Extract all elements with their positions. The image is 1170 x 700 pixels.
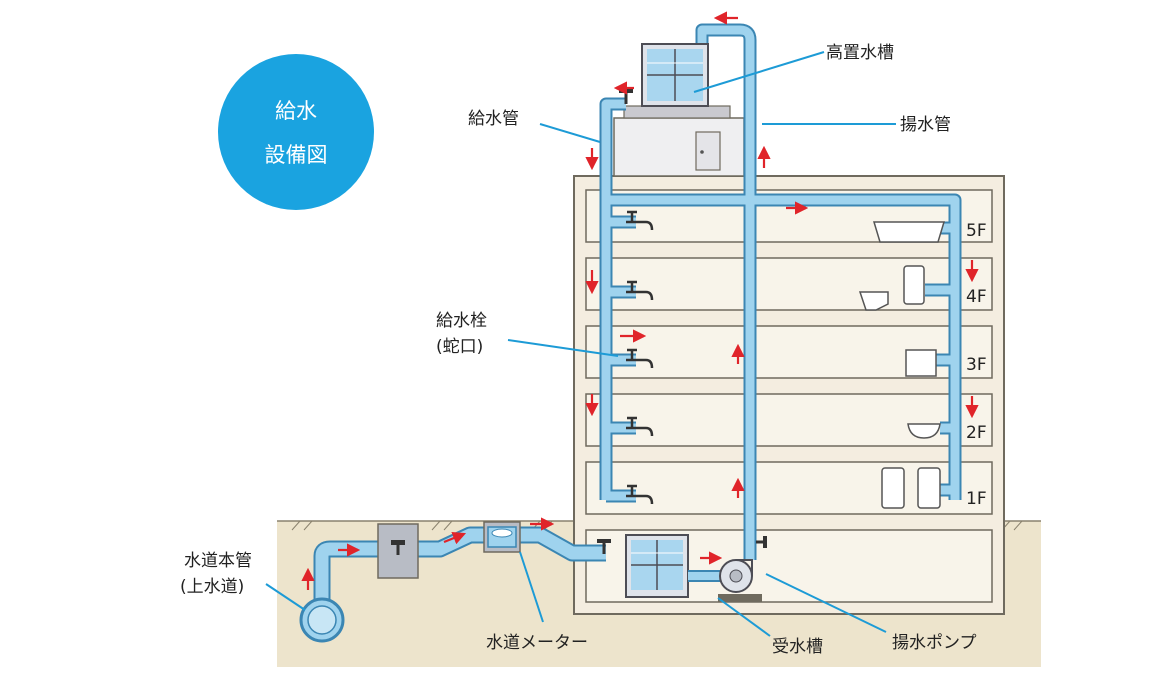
- pipe-network: [599, 23, 962, 560]
- meter-box: [483, 521, 521, 553]
- washbasin-icon: [903, 265, 925, 305]
- elevated-tank: [641, 43, 709, 107]
- title-badge: 給水 設備図: [218, 54, 374, 210]
- faucet-icon: [626, 210, 654, 231]
- bathtub-icon: [872, 221, 946, 243]
- water-main-pipe: [299, 526, 606, 643]
- faucet-icon: [626, 484, 654, 505]
- faucet-icon: [626, 416, 654, 437]
- label-water-main-line1: 水道本管: [184, 551, 252, 571]
- label-pump: 揚水ポンプ: [892, 633, 977, 653]
- appliances-icon: [881, 467, 941, 509]
- floor-label: 5F: [966, 221, 987, 241]
- leader-lines: [265, 51, 896, 637]
- faucets: [626, 210, 654, 505]
- receiving-tank: [625, 534, 689, 598]
- label-water-meter: 水道メーター: [486, 633, 588, 653]
- sink-unit-icon: [905, 349, 937, 377]
- faucet-icon: [626, 280, 654, 301]
- riser-valve: [756, 536, 767, 548]
- pump: [718, 559, 762, 602]
- valve-box: [377, 523, 419, 579]
- label-faucet-line1: 給水栓: [436, 311, 487, 331]
- label-receiving-tank: 受水槽: [772, 637, 823, 657]
- flow-arrows: [301, 11, 979, 590]
- label-supply-pipe: 給水管: [468, 109, 519, 129]
- label-water-main-line2: (上水道): [180, 577, 244, 597]
- label-elevated-tank: 高置水槽: [826, 43, 894, 63]
- badge-line2: 設備図: [265, 143, 328, 167]
- floor-label: 4F: [966, 287, 987, 307]
- toilet-icon: [858, 291, 889, 311]
- floor-label: 1F: [966, 489, 987, 509]
- hand-basin-icon: [907, 423, 941, 439]
- tank-inlet-valve: [597, 539, 611, 554]
- rooftop-room: [613, 105, 745, 177]
- badge-line1: 給水: [275, 99, 317, 123]
- faucet-icon: [626, 348, 654, 369]
- label-pumping-pipe: 揚水管: [900, 115, 951, 135]
- floor-label: 2F: [966, 423, 987, 443]
- floor-label: 3F: [966, 355, 987, 375]
- label-faucet-line2: (蛇口): [436, 337, 483, 357]
